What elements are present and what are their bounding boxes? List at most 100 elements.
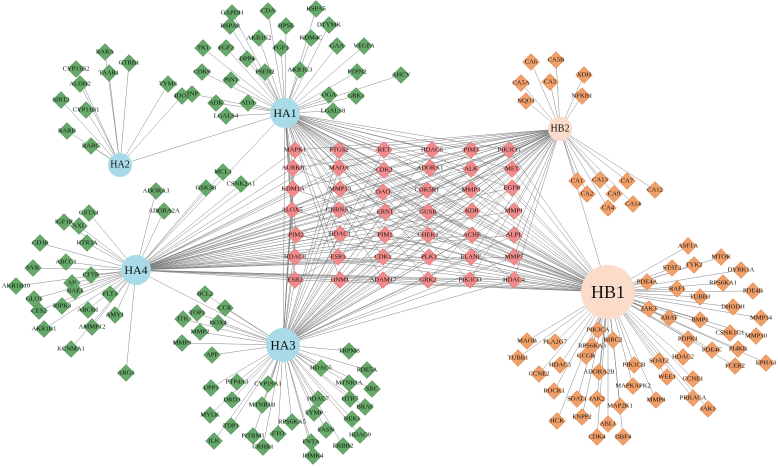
target-node-rarg[interactable]: RARG [82, 137, 101, 155]
target-node-cdk4[interactable]: CDK4 [588, 428, 606, 446]
target-node-rps6ka5[interactable]: RPS6KA5 [278, 413, 307, 431]
target-node-fgf1[interactable]: FGF1 [272, 39, 290, 57]
target-node-hdac3[interactable]: HDAC3 [549, 356, 572, 374]
target-node-ptgs2[interactable]: PTGS2 [329, 141, 349, 159]
target-node-axl[interactable]: AXL [70, 217, 88, 235]
target-node-csnk2a1[interactable]: CSNK2A1 [227, 175, 256, 193]
target-node-ca14[interactable]: CA14 [624, 195, 642, 213]
target-node-gsk3b[interactable]: GSK3B [196, 179, 217, 197]
target-node-mmp9[interactable]: MMP9 [173, 334, 192, 352]
target-node-tymp[interactable]: TYMP [305, 404, 324, 422]
target-node-src[interactable]: SRC [363, 380, 381, 398]
target-node-mmp3[interactable]: MMP3 [462, 181, 481, 199]
target-node-hspa5[interactable]: HSPA5 [306, 0, 326, 18]
target-node-map2k1[interactable]: MAP2K1 [607, 397, 633, 415]
target-node-grk1[interactable]: GRK1 [347, 87, 365, 105]
target-node-alpl[interactable]: ALPL [505, 226, 523, 244]
target-node-abl1[interactable]: ABL1 [599, 415, 617, 433]
target-node-hdac2[interactable]: HDAC2 [672, 348, 694, 366]
hub-node-ha2[interactable]: HA2 [108, 153, 132, 177]
target-node-ache[interactable]: ACHE [463, 226, 481, 244]
target-node-mapk1[interactable]: MAPK1 [284, 141, 306, 159]
target-node-met[interactable]: MET [503, 160, 521, 178]
target-node-tubb3[interactable]: TUBB3 [690, 288, 712, 306]
target-node-ca12[interactable]: CA12 [646, 181, 664, 199]
target-node-cyp11b2[interactable]: CYP11B2 [63, 60, 90, 78]
target-node-mmp2[interactable]: MMP2 [191, 323, 210, 341]
target-node-pitrm1[interactable]: PITRM1 [241, 427, 265, 445]
target-node-hdac9[interactable]: HDAC9 [349, 426, 372, 444]
target-node-htr7[interactable]: HTR7 [341, 390, 359, 408]
target-node-lgals8[interactable]: LGALS8 [321, 102, 346, 120]
target-node-cftr[interactable]: CFTR [82, 266, 100, 284]
hub-node-ha4[interactable]: HA4 [121, 255, 151, 285]
target-node-mtnr1a[interactable]: MTNR1A [335, 374, 363, 392]
target-node-raf1[interactable]: RAF1 [668, 280, 686, 298]
target-node-chrna7[interactable]: CHRNA7 [326, 201, 353, 219]
target-node-aurkb[interactable]: AURKB [281, 159, 305, 177]
target-node-pik3cb[interactable]: PIK3CB [623, 356, 646, 374]
target-node-app[interactable]: APP [203, 346, 221, 364]
target-node-ido1[interactable]: IDO1 [173, 87, 191, 105]
target-node-akr1c3[interactable]: AKR1C3 [288, 61, 314, 79]
target-node-tk1[interactable]: TK1 [194, 39, 212, 57]
target-node-rps6ka1[interactable]: RPS6KA1 [709, 274, 737, 292]
target-node-cdk5r1[interactable]: CDK5R1 [415, 181, 440, 199]
target-node-syk[interactable]: SYK [24, 259, 42, 277]
target-node-bmp1[interactable]: BMP1 [691, 311, 709, 329]
target-node-asf1a[interactable]: ASF1A [678, 237, 698, 255]
target-node-pde5a[interactable]: PDE5A [357, 361, 378, 379]
target-node-rara[interactable]: RARA [96, 43, 115, 61]
target-node-tubb1[interactable]: TUBB1 [508, 349, 529, 367]
target-node-taar1[interactable]: TAAR1 [99, 64, 120, 82]
target-node-ada[interactable]: ADA [239, 94, 257, 112]
target-node-cdk1[interactable]: CDK1 [374, 248, 392, 266]
target-node-tyk2[interactable]: TYK2 [685, 256, 703, 274]
target-node-hdac6[interactable]: HDAC6 [421, 141, 444, 159]
target-node-rock1[interactable]: ROCK1 [543, 382, 565, 400]
target-node-crhr1[interactable]: CRHR1 [252, 438, 274, 456]
target-node-ca5a[interactable]: CA5A [512, 74, 530, 92]
target-node-pde4b[interactable]: PDE4B [743, 282, 764, 300]
target-node-hdac5[interactable]: HDAC5 [310, 359, 333, 377]
target-node-cdk2[interactable]: CDK2 [375, 161, 393, 179]
target-node-hdac7[interactable]: HDAC7 [307, 390, 330, 408]
target-node-ilk[interactable]: ILK [205, 432, 223, 450]
target-node-esr1[interactable]: ESR1 [329, 248, 347, 266]
target-node-akr1b10[interactable]: AKR1B10 [2, 277, 31, 295]
target-node-bcl2[interactable]: BCL2 [196, 285, 214, 303]
target-node-hck[interactable]: HCK [548, 412, 566, 430]
target-node-adora3[interactable]: ADORA3 [143, 182, 170, 200]
target-node-elane[interactable]: ELANE [460, 248, 482, 266]
target-node-mmp14[interactable]: MMP14 [750, 309, 773, 327]
target-node-gtrb1[interactable]: GTRB1 [119, 54, 140, 72]
target-node-mmp13[interactable]: MMP13 [329, 180, 352, 198]
target-node-erbb2[interactable]: ERBB2 [333, 437, 354, 455]
target-node-mmp7[interactable]: MMP7 [505, 248, 524, 266]
target-node-sirt2[interactable]: SIRT2 [52, 91, 70, 109]
target-node-oga[interactable]: OGA [320, 86, 338, 104]
target-node-upp1[interactable]: UPP1 [202, 379, 220, 397]
target-node-adora2b[interactable]: ADORA2B [583, 363, 615, 381]
target-node-cck[interactable]: CCK [216, 299, 234, 317]
target-node-fasn[interactable]: FASN [317, 421, 335, 439]
target-node-ca7[interactable]: CA7 [618, 172, 636, 190]
target-node-nek1[interactable]: NEK1 [343, 410, 361, 428]
target-node-trpm8[interactable]: TRPM8 [338, 342, 360, 360]
target-node-mtor[interactable]: MTOR [712, 248, 732, 266]
target-node-mmp8[interactable]: MMP8 [647, 391, 666, 409]
target-node-maoa[interactable]: MAOA [329, 159, 349, 177]
target-node-ptp4a3[interactable]: PTP4A3 [226, 373, 249, 391]
target-node-hdac8[interactable]: HDAC8 [284, 248, 307, 266]
target-node-ca1[interactable]: CA1 [568, 172, 586, 190]
target-node-pik3ca[interactable]: PIK3CA [586, 321, 610, 339]
target-node-pin1[interactable]: PIN1 [222, 71, 240, 89]
target-node-ca9[interactable]: CA9 [605, 185, 623, 203]
target-node-akr1c2[interactable]: AKR1C2 [247, 29, 272, 47]
target-node-nfkb1[interactable]: NFKB1 [572, 87, 593, 105]
target-node-xdh[interactable]: XDH [575, 66, 593, 84]
target-node-csnk1g1[interactable]: CSNK1G1 [716, 324, 745, 342]
target-node-mmp10[interactable]: MMP10 [745, 327, 768, 345]
target-node-gsta1[interactable]: GSTA1 [79, 204, 99, 222]
target-node-hdac1[interactable]: HDAC1 [329, 225, 351, 243]
